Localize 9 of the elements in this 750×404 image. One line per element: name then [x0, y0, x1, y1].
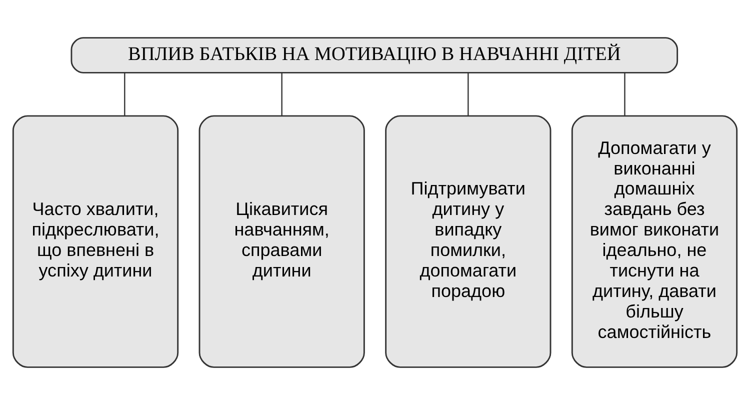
connector	[124, 72, 126, 116]
connector	[468, 72, 469, 116]
node-box: Цікавитися навчанням, справами дитини	[198, 114, 365, 368]
node-box: Підтримувати дитину у випадку помилки, допомагати порадою	[385, 114, 552, 368]
connector	[281, 72, 282, 116]
node-box: ВПЛИВ БАТЬКІВ НА МОТИВАЦІЮ В НАВЧАННІ ДІТЕЙ	[70, 36, 678, 73]
node-box: Допомагати у виконанні домашніх завдань без вимог виконати ідеально, не тиснути на дитину, давати більшу самостійність	[571, 114, 738, 368]
connector	[624, 72, 626, 116]
node-box: Часто хвалити, підкреслювати, що впевнені в успіху дитини	[12, 114, 179, 368]
